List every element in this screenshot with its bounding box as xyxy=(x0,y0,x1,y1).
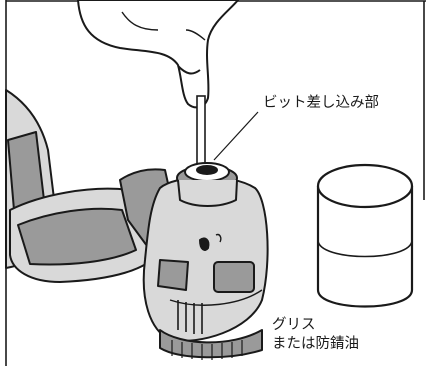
bit-pointer-line xyxy=(213,111,259,161)
bit-insertion-label: ビット差し込み部 xyxy=(263,95,379,111)
hand xyxy=(77,0,239,109)
grease-label-line2: または防錆油 xyxy=(272,336,359,352)
impact-driver xyxy=(5,89,269,360)
grease-label: グリス または防錆油 xyxy=(272,316,359,354)
grease-label-line1: グリス xyxy=(272,317,316,333)
grease-container xyxy=(316,163,414,308)
